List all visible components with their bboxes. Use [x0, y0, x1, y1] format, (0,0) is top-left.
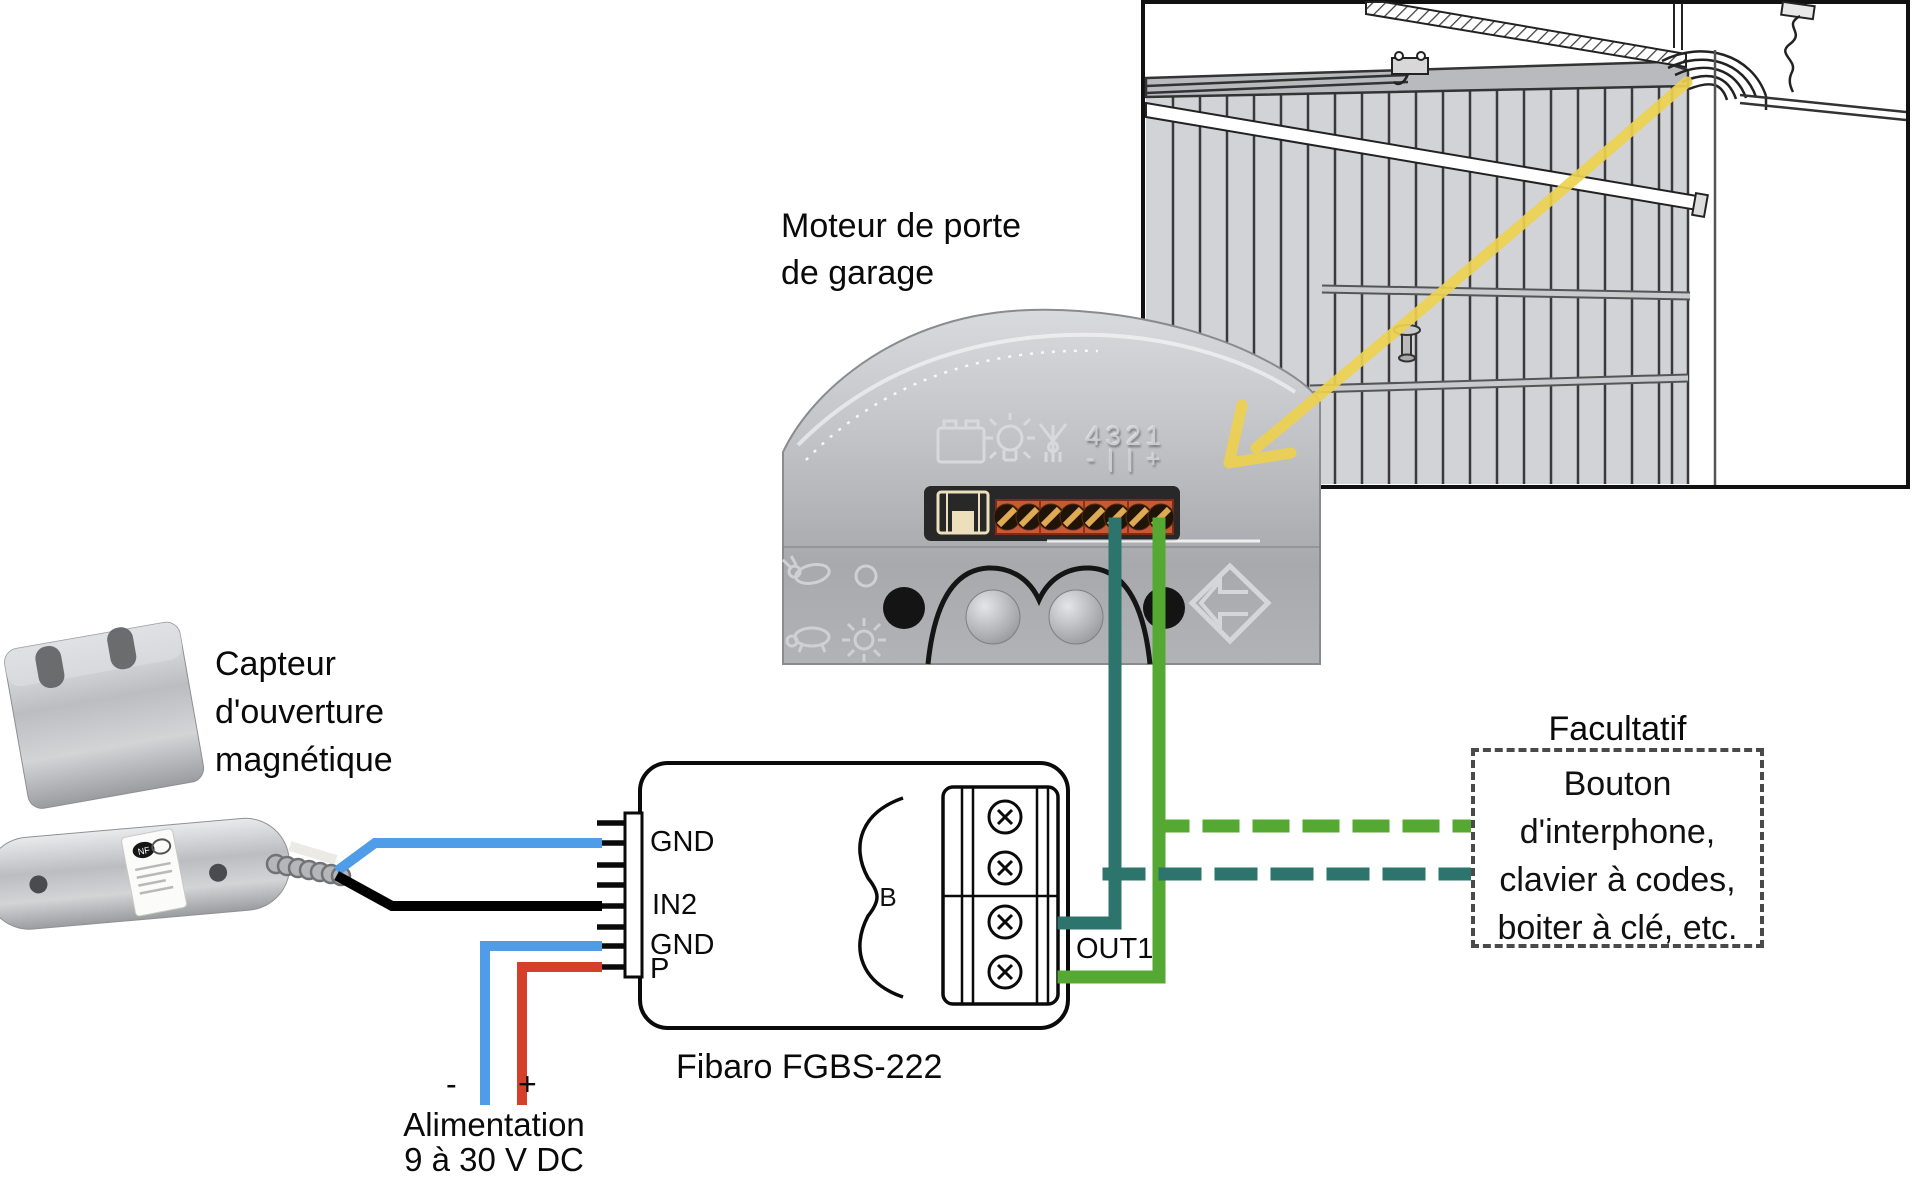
pointer-arrow: [1223, 76, 1693, 469]
motor-terminal-strip: [993, 499, 1175, 535]
optional-devices-text: Bouton d'interphone, clavier à codes, boite…: [1475, 760, 1760, 952]
output-screws: [987, 799, 1023, 990]
door-struts: [1309, 284, 1691, 394]
power-wire-plus: [517, 962, 602, 1105]
battery-icon: [936, 419, 986, 464]
module-name-label: Fibaro FGBS-222: [676, 1048, 943, 1086]
door-track-left: [1145, 73, 1409, 95]
sensor-bar: NF: [0, 817, 291, 930]
rj-connector: [936, 490, 990, 535]
button-recess-outline: [925, 565, 1153, 665]
module-terminal-block: [941, 785, 1060, 1006]
sensor-wire-black: [334, 871, 602, 911]
fibaro-module: B: [597, 761, 1070, 1030]
minus-polarity-label: -: [446, 1066, 457, 1102]
mounting-hole-left: [883, 587, 925, 629]
sensor-label-line3: magnétique: [215, 741, 393, 779]
optional-title: Facultatif: [1548, 710, 1687, 748]
indicator-circle-icon: [854, 564, 878, 588]
turtle-icon: [785, 626, 831, 653]
motor-label-line1: Moteur de porte: [781, 207, 1022, 245]
dome-highlight-dots: [805, 349, 1099, 461]
out1-label: OUT1: [1076, 933, 1154, 965]
bulb-icon: [985, 413, 1035, 462]
motor-label: Moteur de porte de garage: [781, 203, 1021, 297]
power-label-line1: Alimentation: [403, 1106, 585, 1143]
pin-label-p: P: [650, 953, 670, 985]
sensor-wire-blue: [334, 838, 602, 875]
motor-terminal-polarity: -||+: [1087, 446, 1174, 473]
sun-icon: [842, 618, 886, 662]
optional-devices-box: Bouton d'interphone, clavier à codes, boite…: [1471, 748, 1764, 948]
motor-terminal-recess: [924, 486, 1180, 541]
rail-hanger: [1673, 3, 1683, 50]
motor-terminal-numbers: 4321: [1086, 421, 1167, 451]
optional-line3: clavier à codes,: [1499, 861, 1736, 899]
power-wire-minus: [480, 941, 602, 1105]
motor-label-line2: de garage: [781, 254, 935, 292]
optional-line1: Bouton: [1563, 765, 1672, 803]
dome-highlight: [796, 332, 1297, 447]
sensor-label: Capteur d'ouverture magnétique: [215, 640, 393, 784]
sensor-label-line1: Capteur: [215, 645, 336, 683]
motor-unit: [781, 308, 1321, 665]
out1-wire-teal: [1057, 517, 1122, 930]
pin-label-gnd2: GND: [650, 929, 715, 961]
svg-text:NF: NF: [137, 845, 151, 857]
arrowhead: [1223, 399, 1297, 469]
optional-line4: boiter à clé, etc.: [1497, 909, 1738, 947]
sensor-cable-sheath: [288, 841, 338, 865]
pin-label-in2: IN2: [652, 889, 698, 921]
motor-button-left: [965, 589, 1021, 645]
torsion-bar: [1145, 101, 1709, 219]
antenna-icon: [1038, 423, 1068, 462]
plus-polarity-label: +: [518, 1066, 537, 1102]
b-button-bracket: [858, 796, 904, 999]
sensor-sticker: NF: [121, 828, 188, 917]
out1-wire-green: [1057, 517, 1166, 984]
motor-button-right: [1048, 589, 1104, 645]
motor-icon-row: [936, 413, 1068, 464]
motor-lower-icons: [781, 555, 886, 662]
b-button-label: B: [879, 882, 896, 912]
pin-label-gnd1: GND: [650, 826, 715, 858]
terminal-screws: [993, 503, 1175, 531]
sensor-magnet-block: [4, 621, 205, 809]
power-label-line2: 9 à 30 V DC: [404, 1141, 584, 1178]
motor-power-cord: [1780, 0, 1816, 93]
module-pin-header: [623, 811, 644, 979]
magnetic-sensor: NF: [0, 621, 352, 930]
armored-cable-coil: [265, 853, 352, 887]
door-track-right: [1739, 93, 1907, 122]
exit-arrow-icon: [1188, 562, 1272, 645]
rabbit-icon: [781, 555, 831, 585]
sensor-label-line2: d'ouverture: [215, 693, 385, 731]
optional-line2: d'interphone,: [1519, 813, 1716, 851]
wiring: [334, 517, 1478, 1105]
track-trolley: [1391, 51, 1429, 86]
